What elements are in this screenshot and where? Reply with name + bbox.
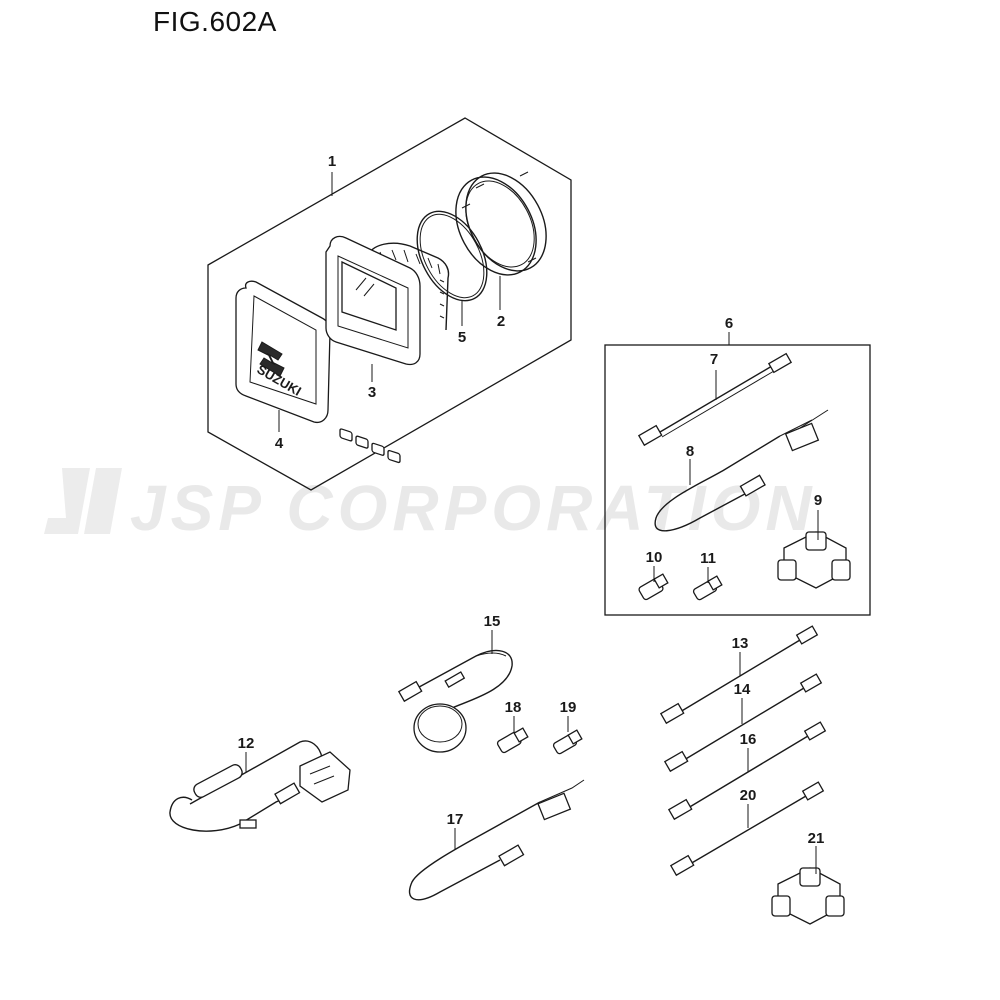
t-connector-port [777,559,797,581]
terminator-10 [638,573,669,601]
part-label-19: 19 [560,699,577,716]
part-label-11: 11 [700,550,716,567]
t-connector-port [799,867,821,887]
part-label-12: 12 [238,735,255,752]
part-label-15: 15 [484,613,501,630]
gauge-button [339,428,353,442]
part-label-6: 6 [725,315,733,332]
inline-module [193,764,243,798]
cable-connector [767,352,793,374]
t-connector-port [771,895,791,917]
part-label-1: 1 [328,153,336,170]
t-connector-21 [771,867,845,925]
cable-tag [444,671,466,688]
cable-connector [659,702,685,725]
part-label-14: 14 [734,681,751,698]
cable-connector [637,424,663,447]
part-label-10: 10 [646,549,663,566]
t-connector-9 [777,531,851,589]
cable-connector [274,782,301,805]
gauge-cover: SUZUKI [235,280,331,424]
t-connector-port [805,531,827,551]
terminator-11 [692,575,723,601]
gauge-button [371,442,385,456]
part-label-5: 5 [458,329,466,346]
part-label-13: 13 [732,635,749,652]
power-cable-17 [408,779,585,901]
leader-lines-assembly [278,172,501,432]
part-label-4: 4 [275,435,284,452]
cable-connector [739,474,766,497]
part-label-20: 20 [740,787,757,804]
t-connector-port [825,895,845,917]
power-cable-8 [654,409,829,532]
multi-function-gauge [325,235,450,464]
cable-connector [803,721,827,741]
backbone-cable-14 [663,673,823,773]
figure-title: FIG.602A [153,6,277,37]
t-connector-port [831,559,851,581]
part-label-9: 9 [814,492,822,509]
cable-connector [799,673,823,693]
part-label-21: 21 [808,830,825,847]
cable-connector [667,798,693,821]
sensor-box [299,751,351,803]
round-sensor [413,703,467,753]
gauge-button [387,449,401,464]
cable-tag [239,819,257,829]
watermark-logo-icon [44,468,122,534]
cable-connector [795,625,819,645]
cable-connector [397,680,423,703]
part-label-7: 7 [710,351,718,368]
sensor-cable-15 [397,649,513,753]
cable-connector [669,854,695,877]
gauge-buttons [339,428,401,464]
cable-connector [663,750,689,773]
o-ring [416,210,488,302]
watermark: JSP CORPORATION [44,468,817,544]
part-label-18: 18 [505,699,522,716]
cable-connector [801,781,825,801]
part-label-2: 2 [497,313,505,330]
part-label-8: 8 [686,443,694,460]
mounting-nut [455,171,547,276]
fuse-holder [537,792,572,821]
harness-kit-frame [604,344,871,616]
o-ring-inner-edge [419,213,485,299]
suzuki-s-logo-icon [257,341,285,377]
cable-connector [498,844,525,867]
terminator-19 [552,729,583,755]
terminator-18 [496,727,529,754]
gauge-assembly-frame [207,117,572,491]
part-label-17: 17 [447,811,464,828]
part-label-3: 3 [368,384,376,401]
fuse-holder [784,422,820,452]
sensor-harness-12 [169,740,351,832]
backbone-cable-20 [669,781,825,877]
watermark-text: JSP CORPORATION [130,472,817,544]
gauge-button [355,435,369,449]
part-label-16: 16 [740,731,757,748]
